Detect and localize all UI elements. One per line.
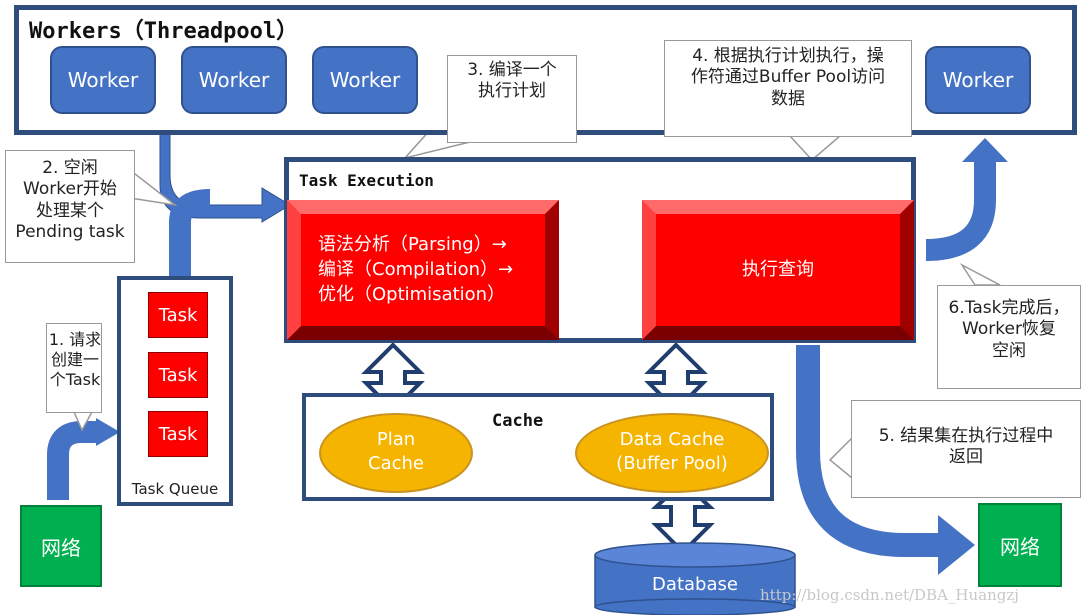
data-cache-text: Data Cache (Buffer Pool) — [616, 429, 728, 475]
arrow-execution-to-network — [796, 345, 975, 575]
callout-compile-text: 3. 编译一个 执行计划 — [467, 60, 557, 102]
callout-done-text: 6.Task完成后， Worker恢复 空闲 — [948, 298, 1070, 361]
worker-1: Worker — [50, 46, 156, 114]
network-left: 网络 — [20, 505, 102, 587]
watermark: http://blog.csdn.net/DBA_Huangzj — [760, 586, 1019, 604]
worker-2: Worker — [181, 46, 287, 114]
execute-query-box — [642, 200, 914, 340]
callout-execute-text: 4. 根据执行计划执行，操 作符通过Buffer Pool访问 数据 — [690, 46, 886, 109]
data-cache-ellipse — [575, 413, 769, 493]
worker-4: Worker — [925, 46, 1031, 114]
network-right: 网络 — [978, 503, 1062, 587]
task-3: Task — [148, 411, 208, 457]
database-cylinder — [594, 542, 796, 615]
callout-request-box — [46, 323, 102, 413]
callout-compile-box — [447, 55, 577, 143]
callout-idle-text: 2. 空闲 Worker开始 处理某个 Pending task — [15, 158, 125, 242]
arrow-execution-to-worker — [925, 138, 1008, 261]
callout-done-box — [937, 285, 1081, 389]
parse-compile-text: 语法分析（Parsing）→ 编译（Compilation）→ 优化（Optim… — [318, 234, 514, 306]
plan-cache-text: Plan Cache — [368, 429, 424, 475]
callout-idle-box — [5, 150, 135, 263]
arrow-worker-to-execution — [159, 132, 291, 280]
workers-title: Workers（Threadpool） — [29, 19, 299, 44]
task-2: Task — [148, 352, 208, 398]
callout-result-text: 5. 结果集在执行过程中 返回 — [878, 426, 1054, 468]
task-execution-title: Task Execution — [299, 171, 434, 190]
callout-result-box — [851, 400, 1081, 498]
execute-query-text: 执行查询 — [742, 259, 814, 280]
arrow-network-to-queue — [47, 418, 120, 500]
cache-title: Cache — [492, 411, 544, 431]
callout-tail-result — [828, 436, 853, 480]
callout-execute-box — [664, 40, 912, 137]
callout-request-text: 1. 请求 创建一 个Task — [48, 330, 102, 389]
task-queue-label: Task Queue — [131, 480, 219, 498]
callout-tail-done — [959, 262, 1001, 286]
task-1: Task — [148, 292, 208, 338]
database-label: Database — [652, 574, 738, 595]
plan-cache-ellipse — [319, 413, 473, 493]
worker-3: Worker — [312, 46, 418, 114]
parse-compile-box — [287, 200, 559, 340]
